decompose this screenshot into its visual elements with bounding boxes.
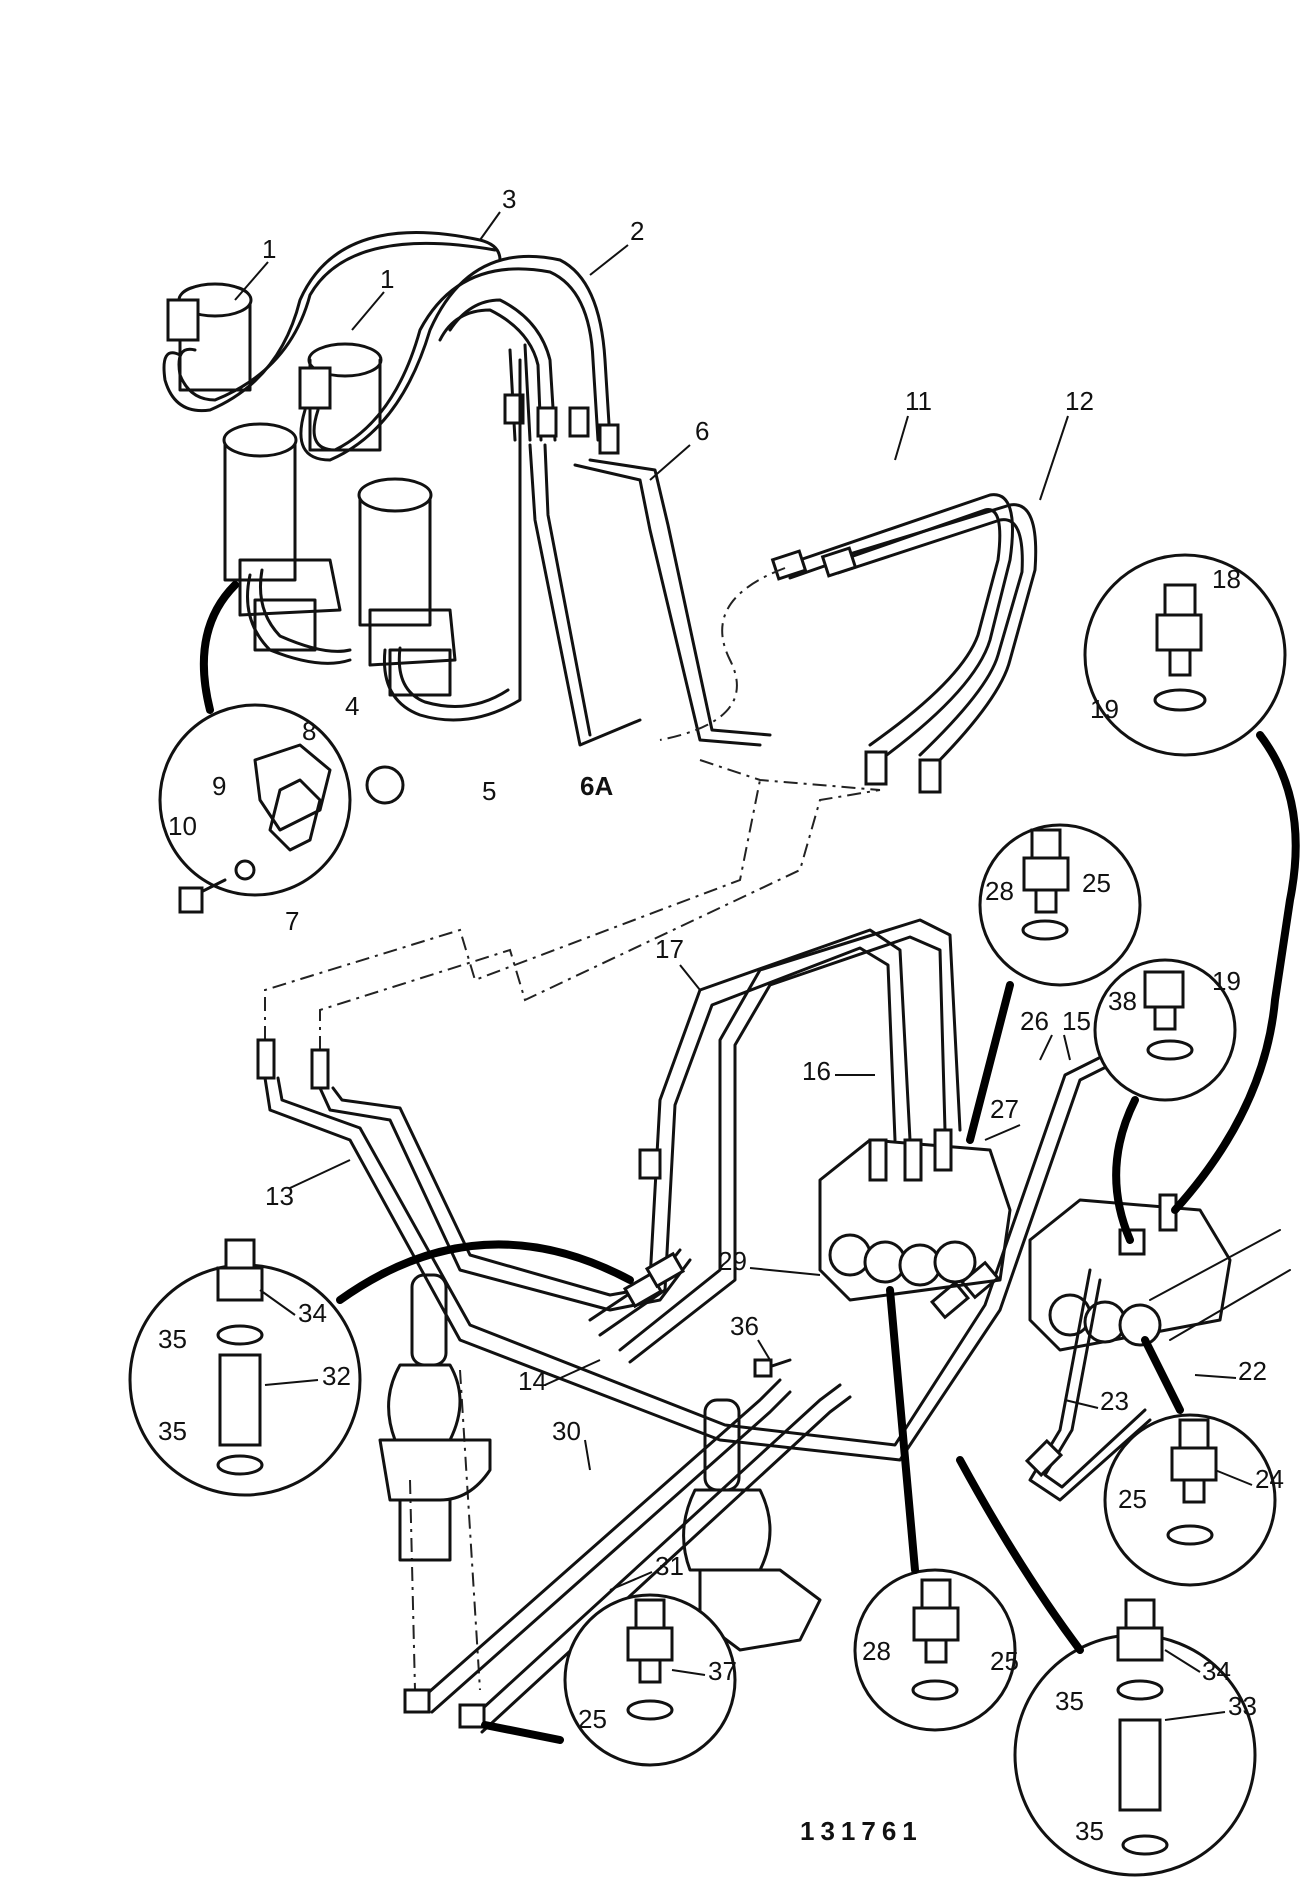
label-10: 10 (168, 811, 197, 841)
label-25c: 25 (578, 1704, 607, 1734)
continuation-lines (264, 779, 881, 1691)
label-18: 18 (1212, 564, 1241, 594)
label-1a: 1 (262, 234, 276, 264)
label-2: 2 (630, 216, 644, 246)
label-33: 33 (1228, 1691, 1257, 1721)
label-11: 11 (905, 386, 932, 416)
label-35c: 35 (1055, 1686, 1084, 1716)
label-7: 7 (285, 906, 299, 936)
label-12: 12 (1065, 386, 1094, 416)
label-15: 15 (1062, 1006, 1091, 1036)
label-1b: 1 (380, 264, 394, 294)
callout-18-19 (1083, 553, 1287, 757)
label-6: 6 (695, 416, 709, 446)
label-13: 13 (265, 1181, 294, 1211)
drawing-number: 131761 (800, 1816, 923, 1846)
label-25b: 25 (1118, 1484, 1147, 1514)
label-5: 5 (482, 776, 496, 806)
callout-37-25 (563, 1593, 737, 1767)
servo-cylinder-left (166, 282, 342, 652)
callout-34-35-32 (128, 1238, 362, 1497)
label-34a: 34 (298, 1298, 327, 1328)
hose-bundle-top (162, 231, 772, 747)
control-valve-block (818, 1128, 1291, 1352)
callout-28-25-lower (853, 1568, 1017, 1732)
label-38: 38 (1108, 986, 1137, 1016)
label-30: 30 (552, 1416, 581, 1446)
label-6a: 6A (580, 771, 613, 801)
label-9: 9 (212, 771, 226, 801)
label-28b: 28 (862, 1636, 891, 1666)
label-8: 8 (302, 716, 316, 746)
label-31: 31 (655, 1551, 684, 1581)
label-19a: 19 (1090, 694, 1119, 724)
servo-cylinder-right (298, 342, 457, 697)
label-35a: 35 (158, 1324, 187, 1354)
callout-leaders (199, 581, 1300, 1744)
label-14: 14 (518, 1366, 547, 1396)
hose-11-12 (659, 493, 1038, 794)
callout-34-35-33 (1013, 1598, 1257, 1877)
label-24: 24 (1255, 1464, 1284, 1494)
label-leaders (234, 211, 1253, 1721)
label-27: 27 (990, 1094, 1019, 1124)
label-25a: 25 (1082, 868, 1111, 898)
label-28a: 28 (985, 876, 1014, 906)
callout-clamp (158, 703, 405, 914)
callout-24-25 (1103, 1413, 1277, 1587)
label-23: 23 (1100, 1386, 1129, 1416)
callout-38-19 (1093, 958, 1237, 1102)
label-34b: 34 (1202, 1656, 1231, 1686)
label-25d: 25 (990, 1646, 1019, 1676)
label-29: 29 (718, 1246, 747, 1276)
label-35d: 35 (1075, 1816, 1104, 1846)
hose-bundle-middle (256, 918, 1122, 1462)
joystick-left (378, 1273, 492, 1562)
label-37: 37 (708, 1656, 737, 1686)
callout-28-25-upper (978, 823, 1142, 987)
label-36: 36 (730, 1311, 759, 1341)
hose-22-23 (1024, 1268, 1152, 1502)
label-16: 16 (802, 1056, 831, 1086)
part-labels: 1 1 2 3 4 5 6 6A 7 8 9 10 11 12 13 14 15… (158, 184, 1284, 1846)
label-26: 26 (1020, 1006, 1049, 1036)
label-19b: 19 (1212, 966, 1241, 996)
label-4: 4 (345, 691, 359, 721)
label-3: 3 (502, 184, 516, 214)
label-22: 22 (1238, 1356, 1267, 1386)
label-17: 17 (655, 934, 684, 964)
label-35b: 35 (158, 1416, 187, 1446)
label-32: 32 (322, 1361, 351, 1391)
